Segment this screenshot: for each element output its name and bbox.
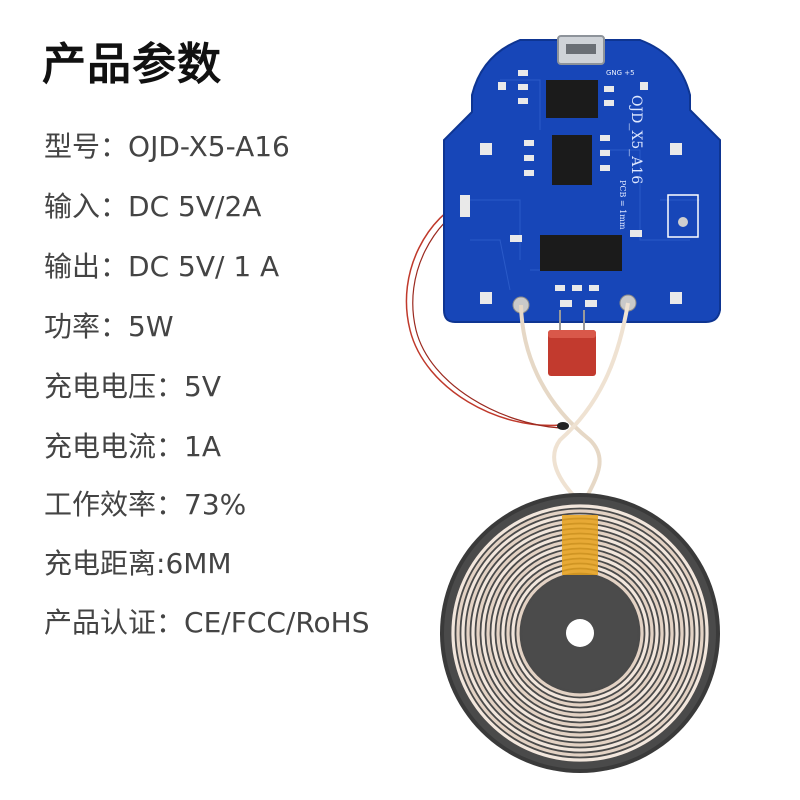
- port-label: GNG +5: [606, 69, 635, 77]
- connector-outline: [667, 194, 699, 238]
- spec-key: 型号: [44, 130, 101, 163]
- spec-value: OJD-X5-A16: [128, 130, 290, 163]
- chip-mosfet-right: [580, 235, 622, 271]
- spec-value: 5W: [128, 310, 174, 343]
- spec-value: 6MM: [165, 547, 232, 580]
- spec-value: CE/FCC/RoHS: [184, 606, 370, 639]
- usb-port-slot: [566, 44, 596, 54]
- spec-charge-voltage: 充电电压：5V: [44, 365, 221, 405]
- thermistor-wire: [405, 199, 561, 427]
- smd-components: [480, 70, 682, 307]
- spec-value: DC 5V/ 1 A: [128, 250, 280, 283]
- spec-separator: ：: [156, 606, 185, 639]
- spec-charge-distance: 充电距离:6MM: [44, 542, 232, 582]
- spec-output: 输出：DC 5V/ 1 A: [44, 245, 279, 285]
- capacitor-highlight: [548, 330, 596, 338]
- coil-lead-left: [519, 304, 602, 511]
- spec-key: 充电电流: [44, 430, 157, 463]
- spec-key: 输入: [44, 190, 101, 223]
- spec-efficiency: 工作效率：73%: [44, 483, 246, 523]
- spec-model: 型号：OJD-X5-A16: [44, 125, 290, 165]
- thermistor-bead: [557, 422, 569, 430]
- spec-key: 输出: [44, 250, 101, 283]
- spec-separator: :: [156, 547, 166, 580]
- coil-tape: [562, 515, 598, 575]
- spec-value: 1A: [184, 430, 221, 463]
- chip-controller: [552, 135, 592, 185]
- spec-separator: ：: [156, 370, 185, 403]
- spec-separator: ：: [156, 430, 185, 463]
- product-photo: GNG +5 OJD_X5_A16 PCB = 1mm: [405, 35, 721, 773]
- spec-separator: ：: [100, 250, 129, 283]
- thermistor-pad: [460, 195, 470, 217]
- coil-center-hole: [566, 619, 594, 647]
- thermistor-wire-2: [412, 203, 561, 429]
- chip-main: [546, 80, 598, 118]
- spec-separator: ：: [156, 488, 185, 521]
- spec-power: 功率：5W: [44, 305, 174, 345]
- spec-value: 5V: [184, 370, 221, 403]
- coil-winding: [451, 504, 709, 762]
- spec-input: 输入：DC 5V/2A: [44, 185, 261, 225]
- spec-key: 充电电压: [44, 370, 157, 403]
- spec-charge-current: 充电电流：1A: [44, 425, 221, 465]
- coil-windings: [451, 504, 709, 762]
- spec-separator: ：: [100, 130, 129, 163]
- spec-key: 充电距离: [44, 547, 157, 580]
- spec-separator: ：: [100, 190, 129, 223]
- spec-key: 工作效率: [44, 488, 157, 521]
- chip-mosfet-left: [540, 235, 582, 271]
- spec-certification: 产品认证：CE/FCC/RoHS: [44, 601, 370, 641]
- silkscreen-pcb-mark: PCB = 1mm: [618, 180, 627, 230]
- spec-key: 功率: [44, 310, 101, 343]
- spec-separator: ：: [100, 310, 129, 343]
- spec-value: DC 5V/2A: [128, 190, 262, 223]
- capacitor: [548, 330, 596, 376]
- connector-pad: [678, 217, 688, 227]
- spec-key: 产品认证: [44, 606, 157, 639]
- spec-value: 73%: [184, 488, 247, 521]
- coil-lead-right: [552, 302, 630, 514]
- coil-winding: [456, 509, 704, 757]
- page-title: 产品参数: [42, 39, 222, 90]
- silkscreen-model: OJD_X5_A16: [628, 95, 644, 184]
